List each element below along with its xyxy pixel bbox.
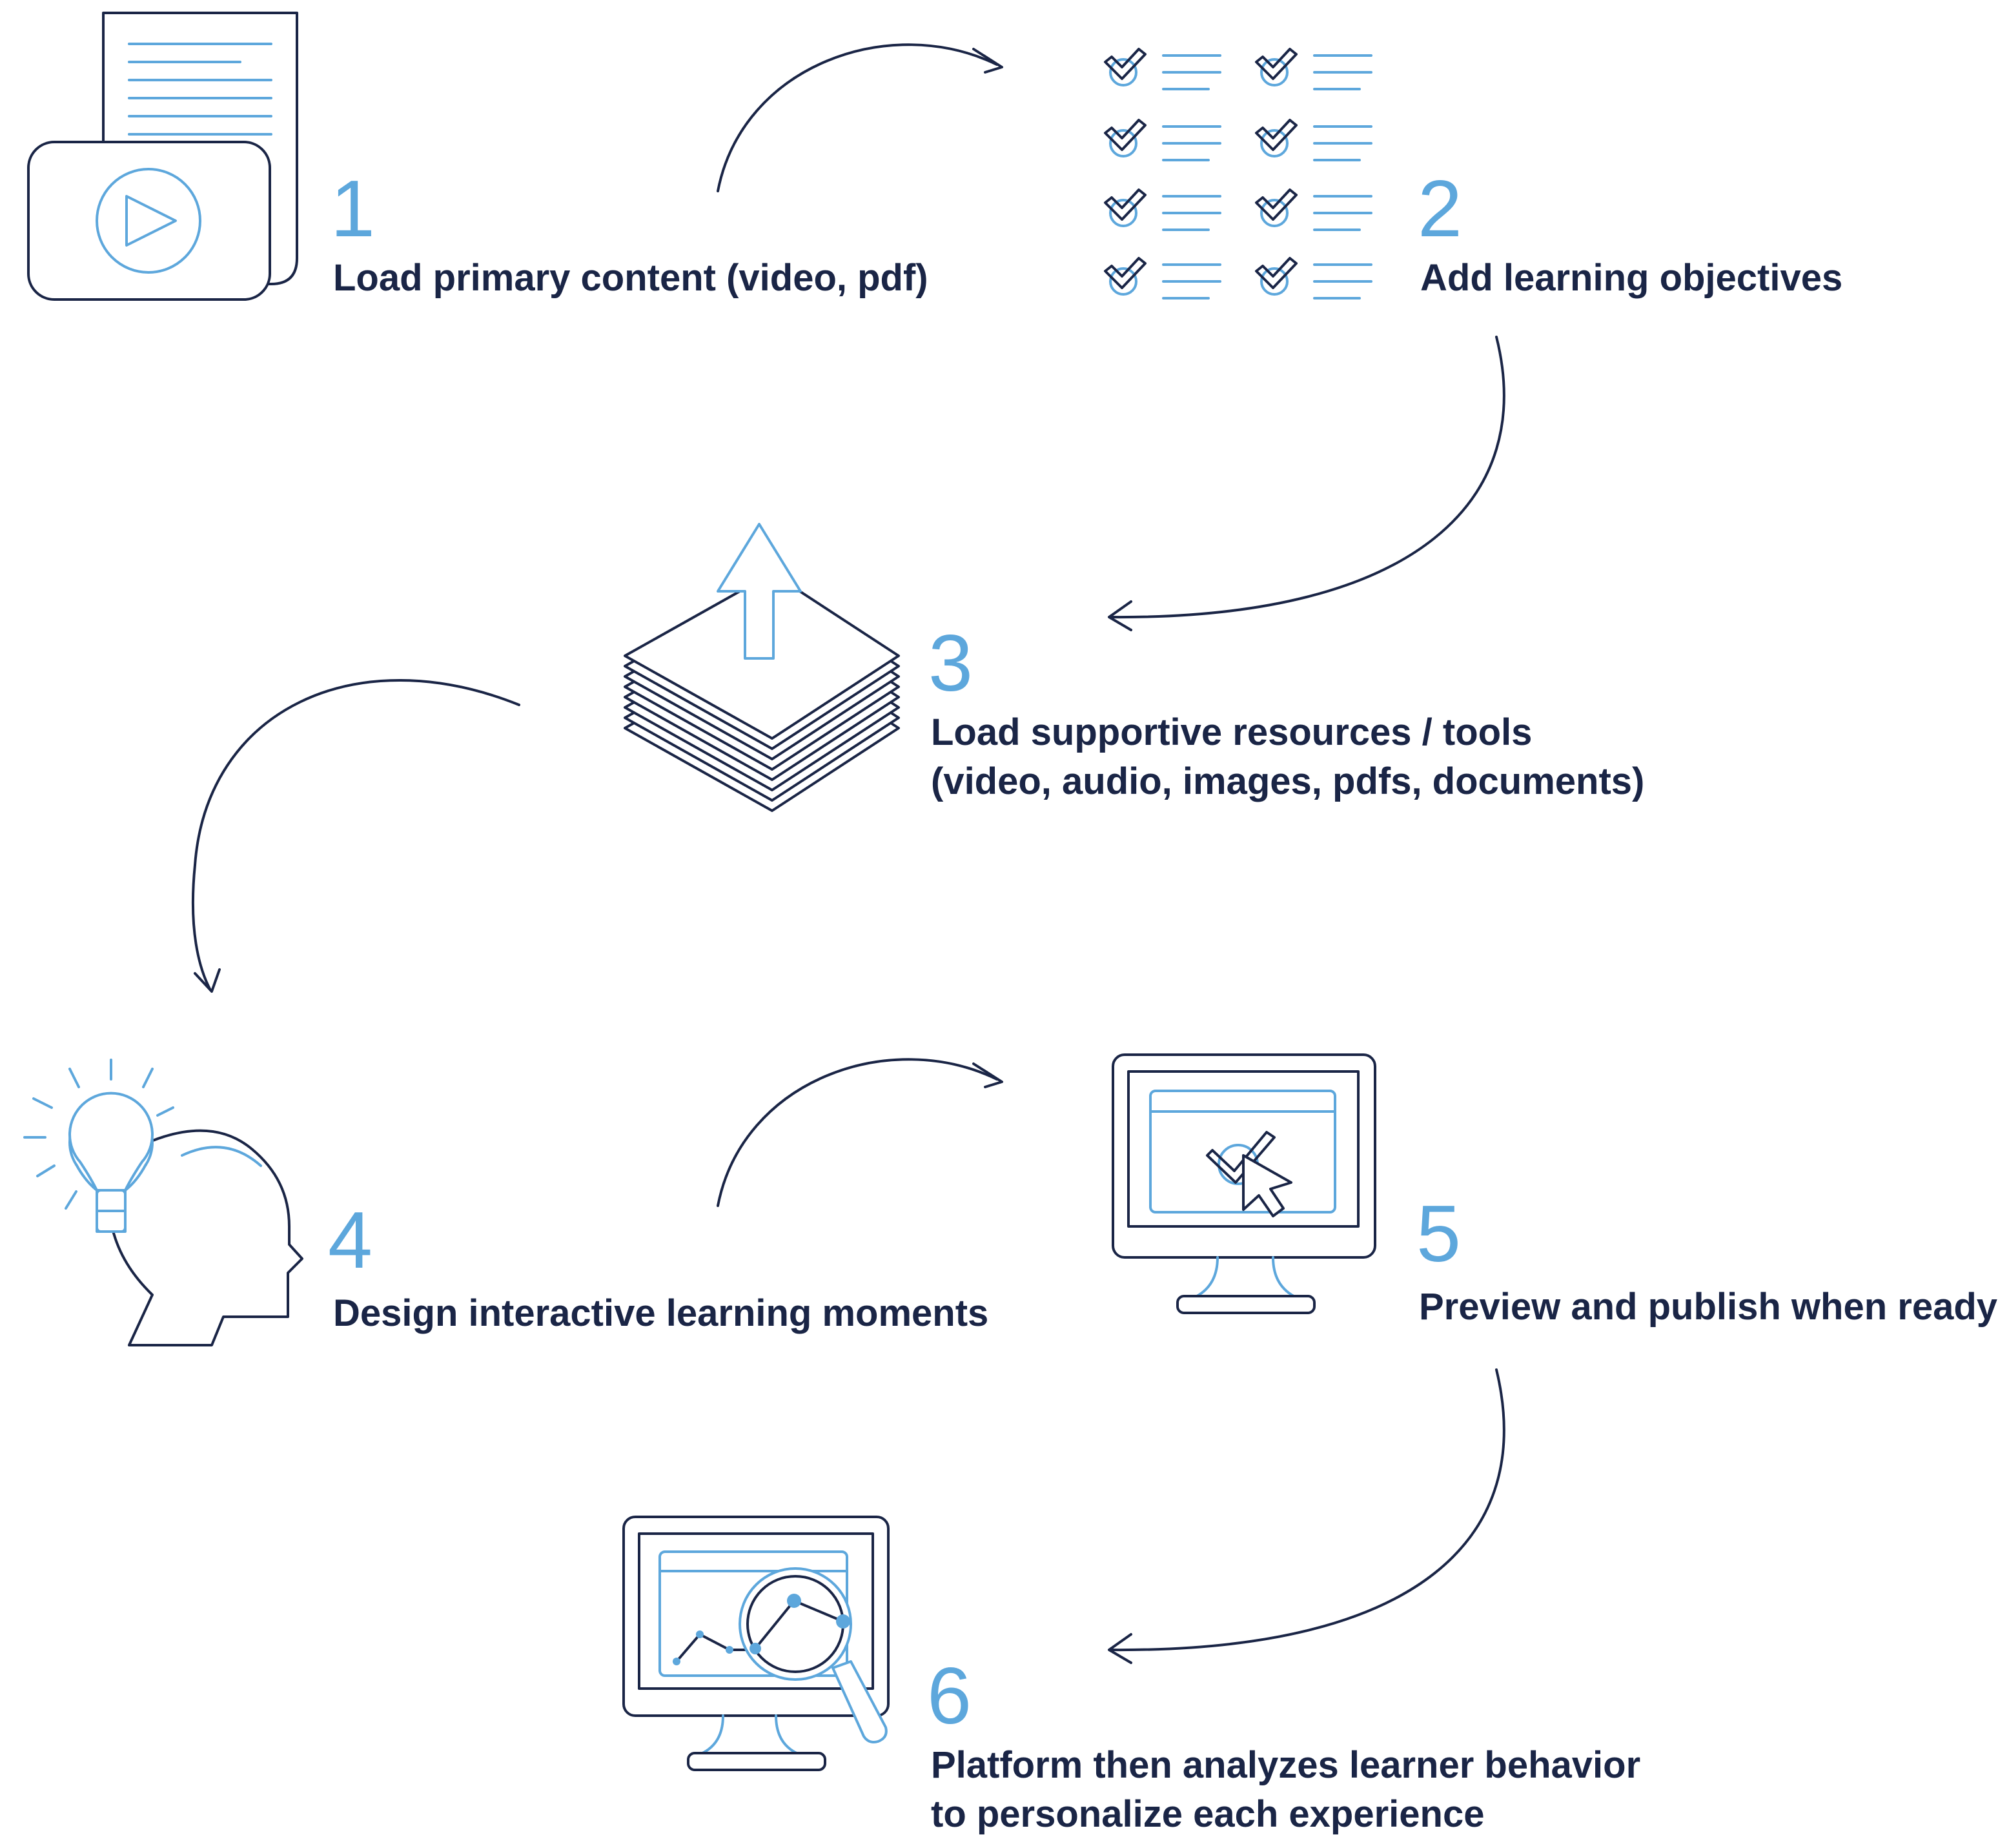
step-6: 6 Platform then analyzes learner behavio…: [927, 1652, 1640, 1835]
step-2-label: Add learning objectives: [1420, 257, 1842, 299]
step-6-label-line-2: to personalize each experience: [931, 1793, 1484, 1835]
step-4-number: 4: [328, 1196, 372, 1285]
step-4: 4 Design interactive learning moments: [328, 1196, 988, 1334]
step-2: 2 Add learning objectives: [1418, 165, 1842, 299]
upload-stack-icon: [624, 523, 900, 812]
check-item-8: [1255, 257, 1372, 300]
step-1-number: 1: [331, 165, 375, 254]
step-3-label-line-2: (video, audio, images, pdfs, documents): [931, 760, 1644, 802]
arrow-5-to-6: [1108, 1368, 1505, 1664]
step-5-label: Preview and publish when ready: [1419, 1286, 1997, 1328]
arrow-4-to-5: [717, 1058, 1003, 1207]
step-4-label: Design interactive learning moments: [333, 1292, 988, 1334]
step-5-number: 5: [1416, 1190, 1461, 1279]
check-item-3: [1104, 119, 1221, 161]
check-item-1: [1104, 48, 1221, 90]
step-2-number: 2: [1418, 165, 1462, 254]
step-6-label-line-1: Platform then analyzes learner behavior: [931, 1744, 1640, 1786]
monitor-analytics-icon: [622, 1516, 890, 1771]
video-document-icon: [27, 12, 298, 301]
step-3-number: 3: [928, 619, 973, 708]
step-5: 5 Preview and publish when ready: [1416, 1190, 1997, 1328]
step-1-label: Load primary content (video, pdf): [333, 257, 928, 299]
check-item-7: [1104, 257, 1221, 300]
checklist-icon: [1104, 48, 1372, 300]
monitor-click-icon: [1112, 1053, 1376, 1314]
arrow-2-to-3: [1108, 336, 1505, 631]
check-item-6: [1255, 188, 1372, 231]
step-6-number: 6: [927, 1652, 972, 1741]
arrow-3-to-4: [191, 678, 520, 993]
check-item-2: [1255, 48, 1372, 90]
step-3-label-line-1: Load supportive resources / tools: [931, 711, 1532, 753]
step-3: 3 Load supportive resources / tools (vid…: [928, 619, 1644, 802]
check-item-4: [1255, 119, 1372, 161]
check-item-5: [1104, 188, 1221, 231]
head-lightbulb-icon: [23, 1059, 303, 1346]
step-1: 1 Load primary content (video, pdf): [331, 165, 928, 299]
arrow-1-to-2: [717, 43, 1003, 192]
